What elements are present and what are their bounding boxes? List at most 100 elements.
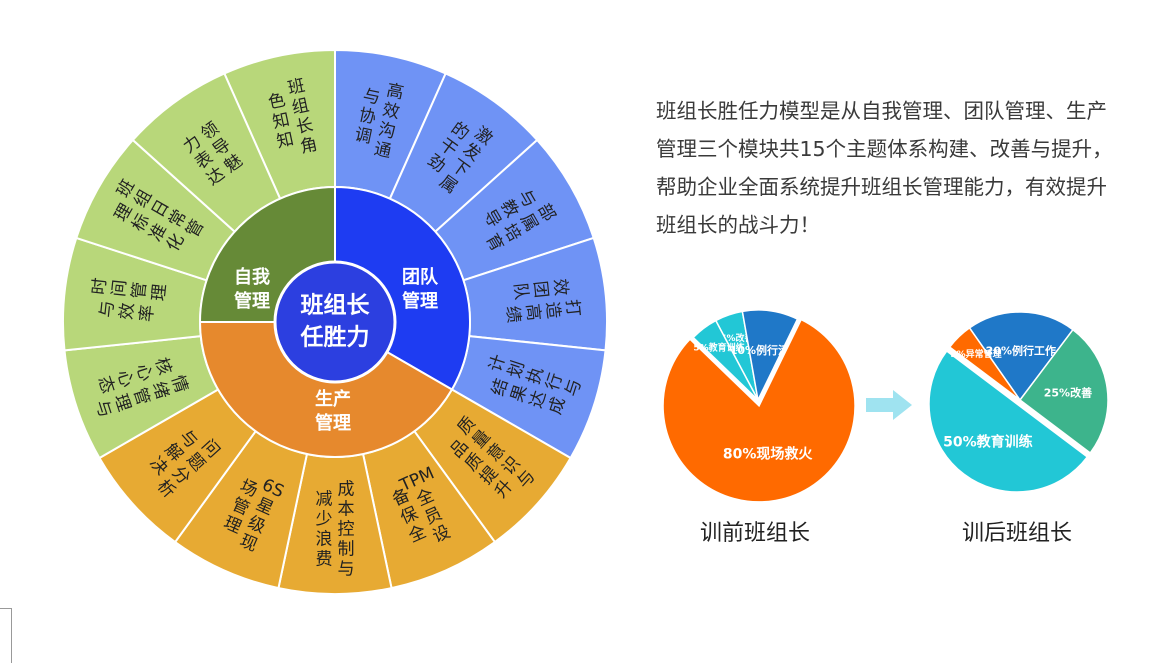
svg-text:情: 情 [167,373,191,395]
center-title: 班组长 [301,292,371,319]
svg-text:队: 队 [509,282,531,301]
svg-text:核: 核 [151,355,175,377]
pie-slice [928,349,1089,493]
svg-text:效: 效 [381,100,402,123]
svg-text:成: 成 [338,480,355,500]
pie-label: 5%异常管理 [950,348,1001,360]
svg-text:场: 场 [237,476,261,501]
svg-text:控: 控 [338,520,355,540]
svg-text:达: 达 [526,388,550,410]
competency-wheel: 班组长角色知知高效沟通与协调激发下属的干劲部属培育与教导打造高绩效团队计划执行与… [62,48,608,595]
svg-text:色: 色 [267,90,288,113]
svg-text:划: 划 [505,358,529,380]
svg-text:理: 理 [110,392,134,414]
svg-text:理: 理 [149,283,171,302]
svg-text:协: 协 [357,105,378,128]
svg-text:通: 通 [372,139,393,162]
svg-text:率: 率 [137,304,159,323]
svg-text:与: 与 [338,560,355,580]
svg-text:星: 星 [253,494,277,519]
pie-label: 50%教育训练 [943,434,1033,451]
svg-text:长: 长 [294,115,315,138]
svg-text:绪: 绪 [148,379,172,401]
svg-text:设: 设 [430,522,454,547]
svg-text:造: 造 [542,301,564,320]
svg-text:执: 执 [524,364,548,386]
pie-slice [662,318,856,503]
svg-text:理: 理 [221,513,245,538]
pie-label: 5%改善 [720,332,753,344]
svg-text:管: 管 [229,494,253,519]
svg-text:与: 与 [97,300,119,319]
module-label: 管理 [402,290,438,312]
svg-text:管: 管 [129,385,153,407]
svg-text:与: 与 [361,86,382,109]
svg-text:间: 间 [109,279,131,298]
pie-label: 25%改善 [1044,385,1092,399]
svg-text:态: 态 [94,374,118,396]
module-label: 生产 [315,388,351,410]
svg-text:效: 效 [549,278,571,297]
svg-text:备: 备 [389,485,413,510]
pie-slice [948,326,1021,401]
model-description: 班组长胜任力模型是从自我管理、团队管理、生产管理三个模块共15个主题体系构建、改… [656,99,1113,237]
svg-text:与: 与 [91,398,115,420]
svg-text:管: 管 [129,281,151,300]
svg-text:浪: 浪 [316,530,333,550]
svg-text:知: 知 [275,129,296,152]
center-circle [273,260,397,384]
svg-text:调: 调 [353,125,374,148]
svg-text:果: 果 [507,382,531,404]
svg-text:团: 团 [529,280,551,299]
pie-before-caption: 训前班组长 [699,521,810,546]
svg-text:心: 心 [113,368,137,390]
svg-text:时: 时 [89,277,111,296]
svg-text:高: 高 [385,80,406,103]
pie-slice [692,319,759,401]
svg-text:费: 费 [316,550,333,570]
svg-text:与: 与 [562,377,586,399]
module-label: 管理 [315,412,351,434]
svg-text:绩: 绩 [502,305,524,324]
module-label: 管理 [234,290,270,312]
svg-text:保: 保 [398,503,422,528]
svg-text:沟: 沟 [376,120,397,143]
svg-text:知: 知 [271,110,292,133]
svg-text:全: 全 [406,522,430,547]
svg-text:减: 减 [316,490,333,510]
svg-text:员: 员 [422,504,446,529]
svg-text:班: 班 [286,76,307,99]
svg-text:现: 现 [237,531,261,556]
pie-label: 20%例行工作 [986,344,1056,358]
pie-slice [968,311,1075,402]
svg-text:心: 心 [132,361,156,383]
arrow-right-icon [866,390,912,420]
center-title: 任胜力 [300,324,370,351]
svg-text:少: 少 [316,510,333,530]
svg-text:打: 打 [562,299,584,318]
pie-label: 80%现场救火 [723,446,814,463]
svg-text:组: 组 [290,95,311,118]
pie-after-caption: 训后班组长 [961,521,1072,546]
svg-text:高: 高 [522,303,544,322]
svg-text:级: 级 [245,513,269,538]
pie-label: 10%例行活动 [730,343,800,357]
svg-text:成: 成 [545,395,569,417]
corner-mark [0,608,12,663]
module-label: 自我 [234,266,270,288]
svg-text:全: 全 [414,485,438,510]
svg-text:计: 计 [486,352,510,374]
svg-text:制: 制 [338,540,355,560]
pie-slice [741,309,799,403]
svg-text:结: 结 [488,376,512,398]
pie-slice [1018,328,1109,455]
